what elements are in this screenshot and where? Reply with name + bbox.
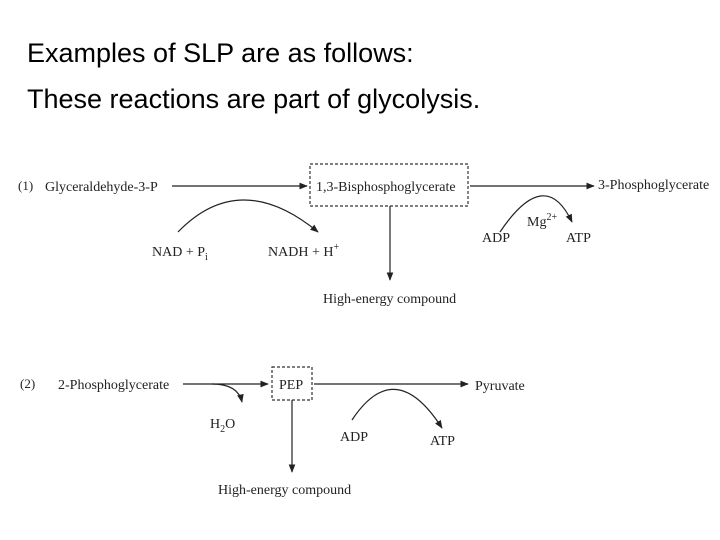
- reaction-1-number: (1): [18, 178, 33, 193]
- r1-nad-curved-arrow: [177, 199, 319, 233]
- reaction-2-number: (2): [20, 376, 35, 391]
- r2-adp-curved-arrow: [351, 388, 443, 429]
- r1-adp-curved-arrow: [499, 195, 573, 233]
- r2-adp-label: ADP: [340, 430, 368, 445]
- r1-cofactor-in: NAD + Pi: [152, 245, 208, 263]
- r1-intermediate-label: 1,3-Bisphosphoglycerate: [316, 180, 456, 195]
- r1-atp-label: ATP: [566, 231, 591, 246]
- r2-pep-label: PEP: [279, 378, 303, 393]
- r1-substrate-label: Glyceraldehyde-3-P: [45, 180, 158, 195]
- r2-water-curved-arrow: [211, 383, 244, 403]
- r1-product-label: 3-Phosphoglycerate: [598, 178, 709, 193]
- heading-line-1: Examples of SLP are as follows:: [27, 38, 414, 68]
- r2-substrate-label: 2-Phosphoglycerate: [58, 378, 169, 393]
- reaction-2: (2) 2-Phosphoglycerate PEP Pyruvate H2O …: [20, 366, 525, 498]
- r2-water-label: H2O: [210, 417, 235, 435]
- r1-high-energy-label: High-energy compound: [323, 292, 456, 307]
- r1-cofactor-out: NADH + H+: [268, 242, 339, 260]
- reaction-1: (1) Glyceraldehyde-3-P 1,3-Bisphosphogly…: [18, 163, 709, 307]
- r2-product-label: Pyruvate: [475, 379, 525, 394]
- slide-heading: Examples of SLP are as follows: These re…: [27, 30, 707, 122]
- r2-high-energy-label: High-energy compound: [218, 483, 351, 498]
- r2-atp-label: ATP: [430, 434, 455, 449]
- r1-metal-label: Mg2+: [527, 212, 557, 230]
- r1-adp-label: ADP: [482, 231, 510, 246]
- heading-line-2: These reactions are part of glycolysis.: [27, 84, 481, 114]
